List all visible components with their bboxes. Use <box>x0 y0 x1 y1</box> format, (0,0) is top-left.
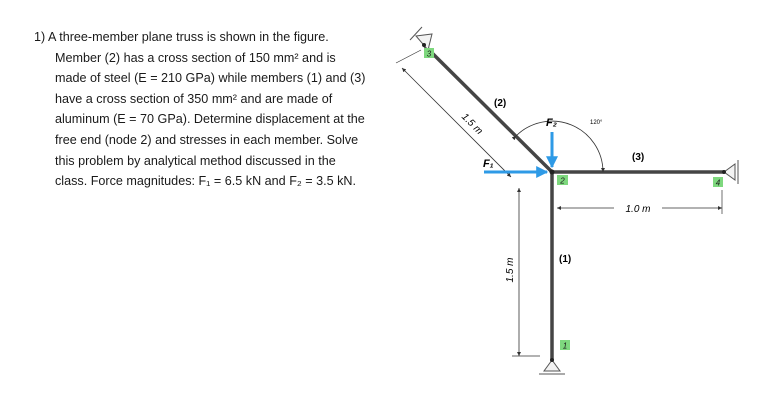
force-f1: F₁ <box>483 158 549 178</box>
svg-text:F₂: F₂ <box>546 117 557 129</box>
vertical-dimension: 1.5 m <box>505 188 540 357</box>
problem-line-6: free end (node 2) and stresses in each m… <box>55 132 359 147</box>
svg-text:120°: 120° <box>590 120 603 126</box>
node-tag-1: 1 <box>560 340 570 351</box>
node-3-pin <box>422 43 426 47</box>
force-f2: F₂ <box>546 117 558 169</box>
member-3-label: (3) <box>632 152 644 163</box>
svg-text:3: 3 <box>427 50 432 59</box>
node-4-pin <box>722 170 726 174</box>
problem-line-7: this problem by analytical method discus… <box>55 153 336 168</box>
support-node-4 <box>723 160 739 184</box>
svg-text:1.5 m: 1.5 m <box>505 257 516 282</box>
member-2-line <box>422 43 554 174</box>
node-2-pin <box>549 169 555 175</box>
problem-statement: 1) A three-member plane truss is shown i… <box>34 27 379 192</box>
problem-line-5: aluminum (E = 70 GPa). Determine displac… <box>55 112 365 127</box>
node-tag-4: 4 <box>713 177 723 188</box>
support-node-1 <box>539 359 565 375</box>
svg-text:4: 4 <box>716 179 721 188</box>
node-tag-3: 3 <box>424 48 434 59</box>
problem-line-8: class. Force magnitudes: F₁ = 6.5 kN and… <box>55 174 357 189</box>
problem-line-4: have a cross section of 350 mm² and are … <box>55 91 333 106</box>
node-1-pin <box>550 358 554 362</box>
member-1-label: (1) <box>559 254 571 265</box>
svg-text:F₁: F₁ <box>483 158 494 170</box>
problem-line-2: Member (2) has a cross section of 150 mm… <box>55 50 336 65</box>
svg-text:2: 2 <box>559 177 565 186</box>
svg-text:1.5 m: 1.5 m <box>459 111 484 136</box>
support-node-3 <box>409 26 433 52</box>
problem-line-3: made of steel (E = 210 GPa) while member… <box>55 71 366 86</box>
member-2-label: (2) <box>494 98 506 109</box>
angle-arc: 120° <box>511 120 605 173</box>
horizontal-dimension: 1.0 m <box>557 190 723 215</box>
node-tag-2: 2 <box>557 175 568 186</box>
svg-text:1: 1 <box>563 342 567 351</box>
problem-line-1: 1) A three-member plane truss is shown i… <box>34 30 329 44</box>
svg-text:1.0 m: 1.0 m <box>625 204 650 215</box>
